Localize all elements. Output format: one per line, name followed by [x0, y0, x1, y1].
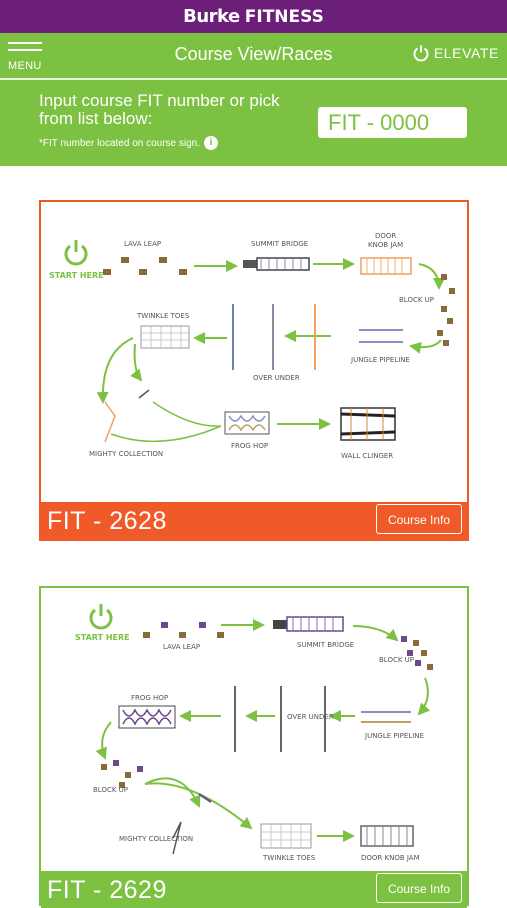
jungle-pipeline	[361, 711, 411, 723]
course-card[interactable]: START HERE LAVA LEAP SUMMIT BRIDGE BLOCK…	[39, 586, 469, 908]
elevate-logo-text: ELEVATE	[433, 45, 499, 61]
fit-number-input[interactable]	[318, 107, 467, 138]
frog-hop	[118, 705, 176, 729]
block-up-blocks	[401, 636, 433, 670]
summit-bridge	[273, 616, 344, 632]
elevate-logo: ELEVATE	[412, 44, 499, 62]
page-title: Course View/Races	[174, 44, 333, 64]
station-label: OVER UNDER	[253, 374, 300, 382]
station-label: BLOCK UP	[379, 656, 414, 664]
over-under	[234, 686, 326, 752]
course-info-button[interactable]: Course Info	[376, 504, 462, 534]
station-label: BLOCK UP	[93, 786, 128, 794]
station-label: FROG HOP	[131, 694, 168, 702]
course-map: START HERE LAVA LEAP SUMMIT BRIDGE BLOCK…	[75, 604, 433, 862]
course-info-button[interactable]: Course Info	[376, 873, 462, 903]
station-label: JUNGLE PIPELINE	[364, 732, 424, 740]
info-icon[interactable]: i	[204, 136, 219, 150]
block-up-blocks	[101, 760, 143, 788]
mighty-collection	[104, 389, 150, 443]
power-icon	[413, 45, 429, 62]
station-label: TWINKLE TOES	[136, 312, 190, 320]
station-label: MIGHTY COLLECTION	[119, 835, 193, 843]
station-label: BLOCK UP	[399, 296, 434, 304]
twinkle-toes	[260, 823, 312, 849]
door-knob-jam	[360, 257, 412, 275]
summit-bridge	[243, 257, 310, 271]
station-label: WALL CLINGER	[341, 452, 393, 460]
fit-note-text: *FIT number located on course sign.	[39, 137, 201, 149]
card-footer: FIT - 2629 Course Info	[41, 871, 467, 908]
station-label: LAVA LEAP	[124, 240, 161, 248]
card-footer: FIT - 2628 Course Info	[41, 502, 467, 539]
station-label: LAVA LEAP	[163, 643, 200, 651]
hamburger-icon	[8, 42, 42, 44]
mighty-collection-bar	[172, 793, 212, 855]
menu-button[interactable]: MENU	[8, 42, 44, 76]
start-here-label: START HERE	[75, 633, 130, 642]
door-knob-jam	[360, 825, 414, 847]
jungle-pipeline	[359, 329, 403, 343]
station-label: MIGHTY COLLECTION	[89, 450, 163, 458]
brand-logo-sub: FITNESS	[244, 6, 324, 27]
lava-leap-blocks	[143, 622, 224, 638]
nav-divider	[0, 78, 507, 80]
course-map: START HERE LAVA LEAP SUMMIT BRIDGE DOOR …	[49, 232, 455, 460]
start-here-label: START HERE	[49, 271, 104, 280]
brand-bar: Burke FITNESS	[0, 0, 507, 33]
course-input-panel: Input course FIT number or pick from lis…	[0, 80, 507, 166]
station-label: OVER UNDER	[287, 713, 334, 721]
course-card[interactable]: START HERE LAVA LEAP SUMMIT BRIDGE DOOR …	[39, 200, 469, 541]
hamburger-icon-line	[8, 49, 42, 51]
brand-logo: Burke	[183, 6, 240, 27]
station-label: TWINKLE TOES	[262, 854, 316, 862]
station-label: DOOR	[375, 232, 396, 240]
station-label: SUMMIT BRIDGE	[251, 240, 308, 248]
wall-clinger	[340, 407, 396, 441]
station-label: DOOR KNOB JAM	[361, 854, 420, 862]
station-label: FROG HOP	[231, 442, 268, 450]
lava-leap-blocks	[103, 257, 187, 275]
course-fit-number: FIT - 2628	[47, 507, 167, 535]
block-up-blocks	[437, 274, 455, 346]
station-label: KNOB JAM	[368, 241, 403, 249]
power-icon	[89, 604, 113, 630]
course-input-prompt: Input course FIT number or pick from lis…	[39, 91, 280, 128]
station-label: JUNGLE PIPELINE	[350, 356, 410, 364]
course-fit-number: FIT - 2629	[47, 876, 167, 904]
twinkle-toes	[140, 325, 190, 349]
over-under	[232, 304, 316, 370]
power-icon	[64, 240, 88, 266]
nav-bar: MENU Course View/Races ELEVATE	[0, 33, 507, 78]
menu-label: MENU	[8, 60, 42, 72]
fit-note: *FIT number located on course sign. i	[39, 136, 219, 150]
station-label: SUMMIT BRIDGE	[297, 641, 354, 649]
frog-hop	[224, 411, 270, 435]
